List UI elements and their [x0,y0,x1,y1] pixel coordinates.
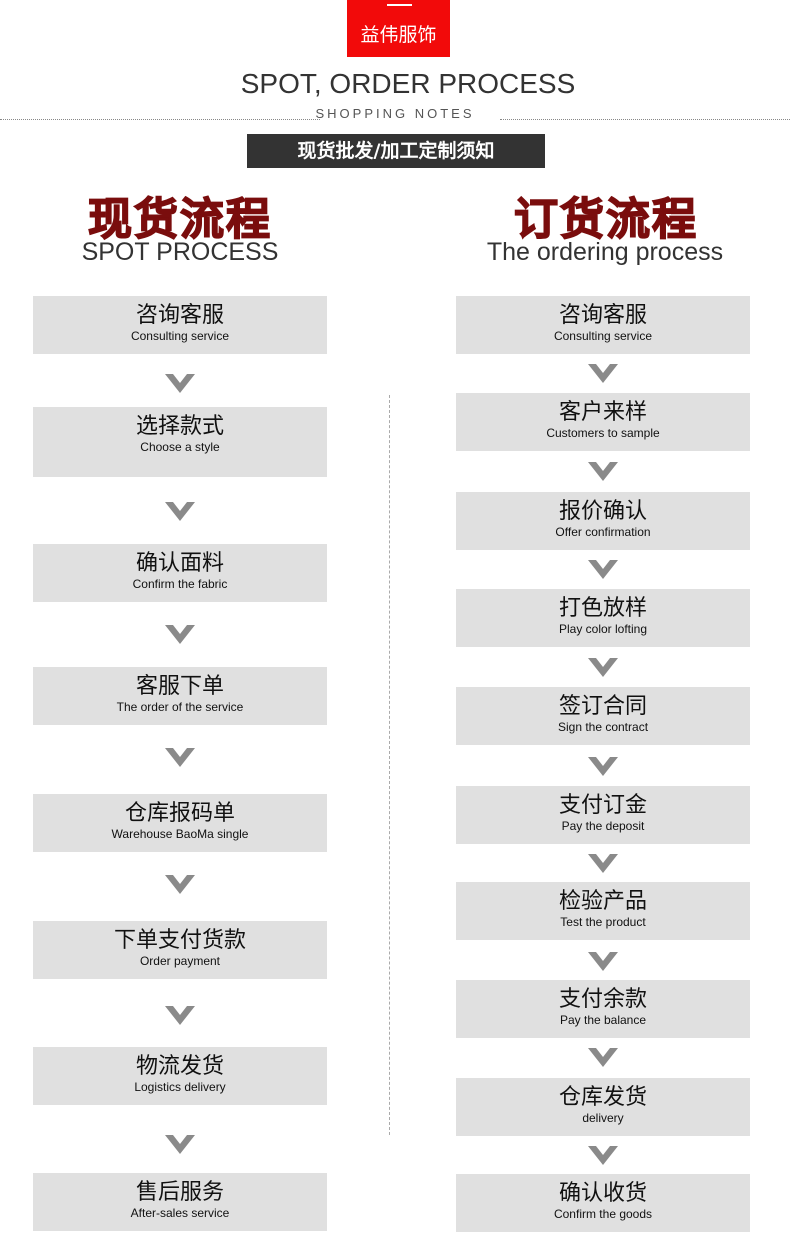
chevron-down-icon [588,364,618,383]
chevron-down-icon [165,1006,195,1025]
step-title-cn: 咨询客服 [558,303,647,328]
step-title-cn: 物流发货 [135,1054,224,1079]
step-title-en: The order of the service [116,700,244,714]
step-title-en: Consulting service [553,329,653,343]
left-heading-cn: 现货流程 [87,193,272,246]
step-title-en: delivery [582,1111,624,1125]
step-title-cn: 检验产品 [558,889,647,914]
step-title-en: Consulting service [130,329,230,343]
brand-name: 益伟服饰 [360,24,437,46]
chevron-down-icon [588,658,618,677]
column-divider [389,395,390,1135]
step-title-cn: 售后服务 [135,1180,224,1205]
step-title-cn: 咨询客服 [135,303,224,328]
step-title-cn: 客服下单 [135,674,224,699]
chevron-down-icon [165,1135,195,1154]
step-title-en: Offer confirmation [555,525,651,539]
step-title-en: Choose a style [140,440,220,454]
chevron-down-icon [165,875,195,894]
brand-badge: 益伟服饰 [347,0,450,57]
chevron-down-icon [588,1048,618,1067]
step-title-en: Confirm the goods [553,1207,653,1221]
step-title-cn: 仓库报码单 [124,801,235,826]
chevron-down-icon [588,462,618,481]
step-title-cn: 仓库发货 [558,1085,647,1110]
step-title-en: Sign the contract [557,720,649,734]
chevron-down-icon [588,1146,618,1165]
right-heading-cn: 订货流程 [513,193,698,246]
chevron-down-icon [165,374,195,393]
step-title-cn: 确认收货 [558,1181,647,1206]
chevron-down-icon [588,854,618,873]
chevron-down-icon [165,502,195,521]
chevron-down-icon [588,757,618,776]
step-title-cn: 报价确认 [558,499,647,524]
step-title-cn: 客户来样 [558,400,647,425]
chevron-down-icon [165,748,195,767]
step-title-en: After-sales service [130,1206,230,1220]
step-title-en: Confirm the fabric [132,577,228,591]
step-title-cn: 打色放样 [558,596,647,621]
step-title-en: Order payment [139,954,221,968]
right-heading-en: The ordering process [486,238,724,266]
chevron-down-icon [165,625,195,644]
left-heading-en: SPOT PROCESS [81,238,279,266]
step-title-cn: 签订合同 [558,694,647,719]
step-title-cn: 下单支付货款 [113,928,246,953]
step-title-cn: 确认面料 [135,551,224,576]
dotted-divider [500,119,790,120]
step-title-en: Logistics delivery [134,1080,226,1094]
step-title-en: Warehouse BaoMa single [111,827,249,841]
step-title-cn: 选择款式 [135,414,224,439]
step-title-en: Play color lofting [558,622,648,636]
chevron-down-icon [588,952,618,971]
step-title-cn: 支付订金 [558,793,647,818]
notice-banner: 现货批发/加工定制须知 [247,134,545,168]
step-title-en: Pay the balance [559,1013,647,1027]
chevron-down-icon [588,560,618,579]
step-title-cn: 支付余款 [558,987,647,1012]
step-title-en: Pay the deposit [561,819,645,833]
page-title: SPOT, ORDER PROCESS [240,68,576,99]
page-subtitle: SHOPPING NOTES [315,106,475,121]
step-title-en: Customers to sample [546,426,660,440]
step-title-en: Test the product [560,915,646,929]
dotted-divider [0,119,320,120]
